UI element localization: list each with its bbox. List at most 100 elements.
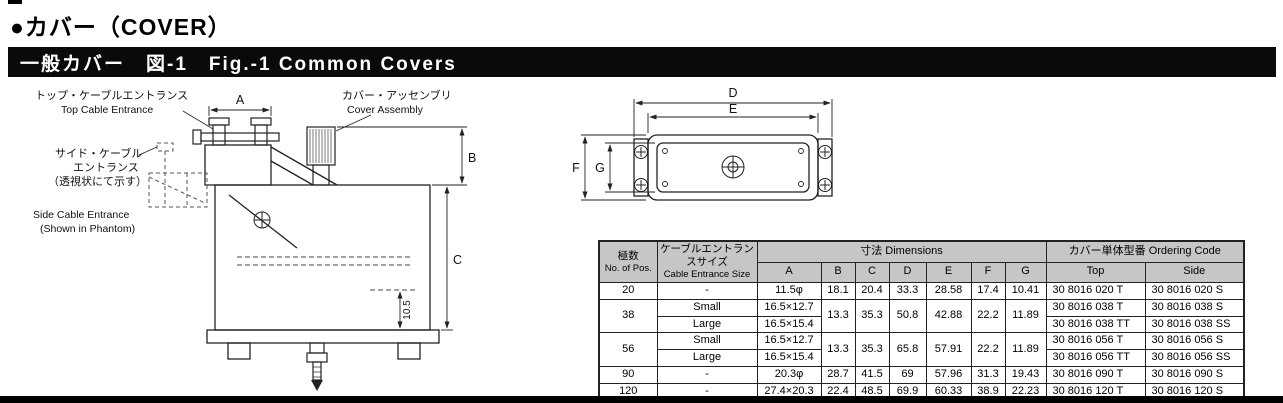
cell-positions: 56 <box>598 332 658 367</box>
cell-code-side: 30 8016 056 S <box>1144 332 1245 351</box>
dim-label-d: D <box>728 86 737 100</box>
col-header-dim-b: B <box>820 261 856 284</box>
table-row: 20 - 11.5φ 18.1 20.4 33.3 28.58 17.4 10.… <box>598 282 1245 300</box>
page-title: ●カバー（COVER） <box>10 14 232 40</box>
dimension-b <box>337 126 467 186</box>
cell-dim-g: 11.89 <box>1004 298 1047 334</box>
dim-label-a: A <box>236 93 245 107</box>
col-header-positions-en: No. of Pos. <box>604 262 652 274</box>
dim-label-c: C <box>453 253 462 267</box>
table-row: 90 - 20.3φ 28.7 41.5 69 57.96 31.3 19.43… <box>598 365 1245 384</box>
screw-symbol <box>253 211 271 229</box>
cell-entrance: Small <box>656 298 758 317</box>
cell-entrance: - <box>656 282 758 300</box>
cell-dim-c: 20.4 <box>854 282 890 300</box>
cell-dim-f: 17.4 <box>970 282 1006 300</box>
front-view-drawing: A B C 10.5 トップ・ケーブルエントランス Top Cable Entr… <box>33 88 476 391</box>
cell-code-top: 30 8016 020 T <box>1045 282 1146 300</box>
col-header-entrance-en: Cable Entrance Size <box>663 269 751 281</box>
label-side-entrance-jp1: サイド・ケーブル <box>55 146 142 160</box>
label-side-entrance-jp2: エントランス <box>73 162 139 174</box>
bottom-clamp-screw <box>306 342 328 391</box>
col-header-entrance-jp: ケーブルエントランスサイズ <box>660 243 754 269</box>
cell-code-top: 30 8016 056 T <box>1045 332 1146 351</box>
dim-label-e: E <box>729 102 737 116</box>
cell-dim-f: 22.2 <box>970 298 1006 334</box>
dimensions-table: 極数 No. of Pos. ケーブルエントランスサイズ Cable Entra… <box>598 240 1245 402</box>
cell-dim-e: 28.58 <box>925 282 972 300</box>
col-header-dim-d: D <box>888 261 927 284</box>
dimension-g <box>605 142 655 193</box>
cover-assembly-knob <box>306 126 336 186</box>
cell-dim-a: 20.3φ <box>756 365 822 384</box>
cell-dim-c: 41.5 <box>854 365 890 384</box>
cell-positions: 90 <box>598 365 658 384</box>
dimension-c <box>441 186 453 331</box>
table-row: 38 Small 16.5×12.7 13.3 35.3 50.8 42.88 … <box>598 298 1245 334</box>
cell-dim-b: 28.7 <box>820 365 856 384</box>
cell-dim-e: 57.96 <box>925 365 972 384</box>
cell-code-side: 30 8016 038 SS <box>1144 315 1245 334</box>
cover-top-outline <box>633 134 833 201</box>
cell-dim-b: 18.1 <box>820 282 856 300</box>
cell-code-top: 30 8016 056 TT <box>1045 349 1146 367</box>
cell-code-top: 30 8016 090 T <box>1045 365 1146 384</box>
cell-code-side: 30 8016 056 SS <box>1144 349 1245 367</box>
cell-dim-a: 16.5×12.7 <box>756 298 822 317</box>
top-cable-entrance-part <box>192 117 280 146</box>
cell-code-top: 30 8016 038 TT <box>1045 315 1146 334</box>
table-row: Large 16.5×15.4 30 8016 038 TT 30 8016 0… <box>599 315 1245 334</box>
label-top-entrance-jp: トップ・ケーブルエントランス <box>35 88 188 102</box>
cell-code-top: 30 8016 038 T <box>1045 298 1146 317</box>
cell-dim-e: 42.88 <box>925 298 972 334</box>
col-header-side: Side <box>1144 261 1245 284</box>
cell-dim-g: 19.43 <box>1004 365 1047 384</box>
table-row: Large 16.5×15.4 30 8016 056 TT 30 8016 0… <box>599 349 1245 367</box>
page-edge-mark <box>8 0 22 4</box>
section-banner-text: 一般カバー 図-1 Fig.-1 Common Covers <box>20 53 457 75</box>
dim-label-b: B <box>468 151 476 165</box>
cell-dim-d: 50.8 <box>888 298 927 334</box>
cell-dim-g: 11.89 <box>1004 332 1047 367</box>
cell-dim-d: 69 <box>888 365 927 384</box>
cell-dim-e: 57.91 <box>925 332 972 367</box>
cell-dim-b: 13.3 <box>820 332 856 367</box>
dim-label-g: G <box>595 161 605 175</box>
cell-entrance: Large <box>656 349 758 367</box>
section-banner: 一般カバー 図-1 Fig.-1 Common Covers <box>8 47 1276 77</box>
dimension-f <box>581 134 646 201</box>
cell-entrance: Large <box>656 315 758 334</box>
cover-body <box>204 144 440 360</box>
col-header-dim-a: A <box>756 261 822 284</box>
cell-dim-a: 16.5×15.4 <box>756 349 822 367</box>
cell-code-side: 30 8016 090 S <box>1144 365 1245 384</box>
label-side-entrance-jp3: （透視状にて示す） <box>48 174 147 188</box>
center-latch-screw <box>721 155 745 179</box>
cell-entrance: Small <box>656 332 758 351</box>
cell-dim-a: 11.5φ <box>756 282 822 300</box>
label-side-entrance-en2: (Shown in Phantom) <box>40 223 135 235</box>
cell-code-side: 30 8016 038 S <box>1144 298 1245 317</box>
cell-dim-g: 10.41 <box>1004 282 1047 300</box>
cell-dim-f: 31.3 <box>970 365 1006 384</box>
lug-screws <box>634 145 832 192</box>
cell-dim-c: 35.3 <box>854 298 890 334</box>
side-cable-entrance-phantom <box>148 142 208 208</box>
cell-dim-d: 33.3 <box>888 282 927 300</box>
top-view-drawing: D E F G <box>572 86 833 201</box>
hidden-edges <box>237 256 415 291</box>
cell-dim-a: 16.5×15.4 <box>756 315 822 334</box>
col-header-positions: 極数 No. of Pos. <box>598 240 658 284</box>
col-header-dim-c: C <box>854 261 890 284</box>
label-cover-assembly-jp: カバー・アッセンブリ <box>342 88 452 102</box>
col-header-ordering: カバー単体型番 Ordering Code <box>1045 240 1245 263</box>
corner-screws <box>662 148 804 187</box>
col-header-dimensions: 寸法 Dimensions <box>756 240 1047 263</box>
table-row: 56 Small 16.5×12.7 13.3 35.3 65.8 57.91 … <box>598 332 1245 367</box>
label-side-entrance-en1: Side Cable Entrance <box>33 209 129 221</box>
cell-entrance: - <box>656 365 758 384</box>
label-cover-assembly-en: Cover Assembly <box>347 104 424 116</box>
cell-dim-d: 65.8 <box>888 332 927 367</box>
col-header-top: Top <box>1045 261 1146 284</box>
